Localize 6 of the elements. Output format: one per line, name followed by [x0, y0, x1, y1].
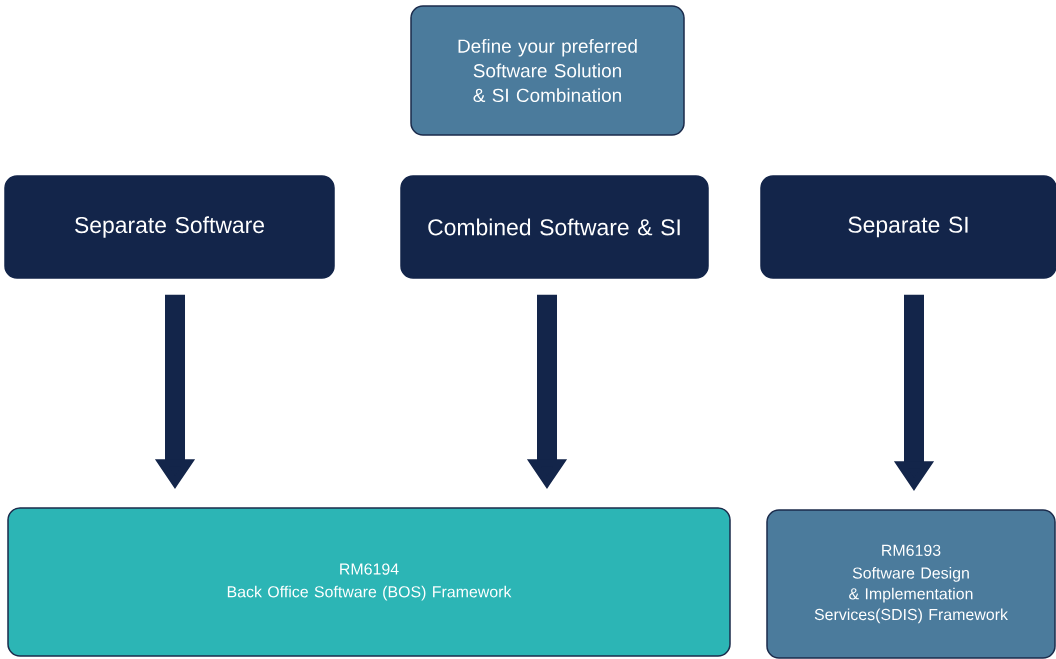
category-box: Combined Software & SI [400, 175, 709, 279]
framework-box: RM6193 Software Design & Implementation Services(SDIS) Framework [766, 509, 1056, 659]
category-box: Separate Software [4, 175, 335, 279]
category-box: Separate SI [760, 175, 1056, 279]
framework-box: RM6194 Back Office Software (BOS) Framework [7, 507, 731, 657]
title-box: Define your preferred Software Solution & SI Combination [410, 5, 685, 136]
